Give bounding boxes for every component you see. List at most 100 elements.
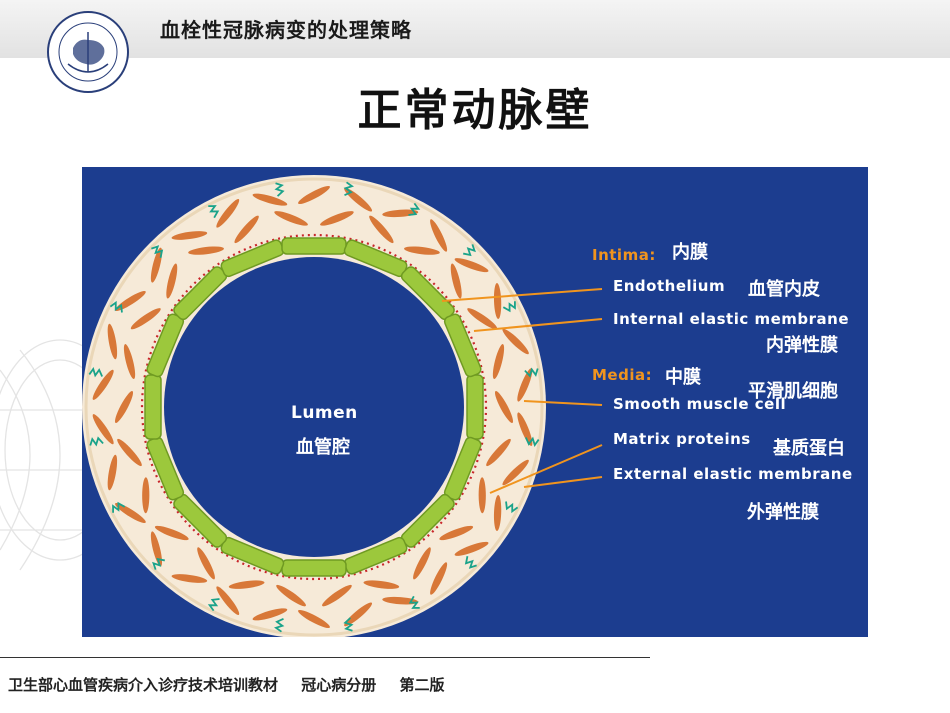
smooth-muscle-cell (320, 211, 354, 226)
endothelium-leader (441, 288, 603, 302)
ministry-of-health-seal-icon (47, 11, 129, 93)
intima-heading-zh: 内膜 (672, 242, 708, 263)
smooth-muscle-cell (439, 525, 474, 541)
smooth-muscle-cell (142, 477, 150, 514)
footer-textbook: 卫生部心血管疾病介入诊疗技术培训教材 (8, 676, 279, 694)
smooth-muscle-cell (478, 477, 486, 514)
lumen-label-zh: 血管腔 (296, 437, 350, 458)
footer: 卫生部心血管疾病介入诊疗技术培训教材 冠心病分册 第二版 (8, 674, 463, 695)
smooth-muscle-cell (150, 247, 163, 283)
matrix-protein-mark (408, 202, 421, 216)
smooth-muscle-cell (188, 246, 224, 255)
smooth-muscle-cell (130, 308, 161, 330)
smooth-muscle-cell (154, 525, 189, 541)
matrix-protein-mark (343, 181, 354, 196)
footer-volume: 冠心病分册 (301, 676, 377, 694)
external-elastic-label-zh: 外弹性膜 (747, 502, 819, 523)
matrix-protein-mark (524, 367, 539, 378)
smooth-muscle-leader (523, 400, 603, 406)
lumen (164, 257, 464, 557)
smooth-muscle-cell (369, 215, 394, 244)
vessel-watermark-icon (0, 339, 131, 571)
smooth-muscle-cell (117, 438, 142, 467)
matrix-protein-mark (151, 245, 164, 258)
smooth-muscle-cell (430, 219, 448, 252)
matrix-protein-mark (463, 244, 476, 257)
smooth-muscle-cell (298, 185, 330, 205)
matrix-protein-mark (89, 436, 104, 447)
external-elastic-label: External elastic membrane (613, 465, 853, 483)
matrix-protein-mark (343, 617, 354, 632)
course-title: 血栓性冠脉病变的处理策略 (160, 18, 412, 42)
matrix-protein-mark (464, 556, 477, 569)
matrix-protein-mark (505, 501, 519, 514)
smooth-muscle-cell (467, 308, 498, 330)
internal-elastic-membrane (140, 233, 488, 581)
slide-title: 正常动脉壁 (357, 85, 593, 136)
smooth-muscle-cell (252, 193, 288, 206)
smooth-muscle-cell (216, 198, 240, 228)
smooth-muscle-cell (252, 608, 288, 621)
smooth-muscle-cell (454, 258, 489, 273)
matrix-protein-marks (88, 181, 540, 633)
footer-edition: 第二版 (399, 676, 445, 694)
smooth-muscle-cell (234, 215, 259, 244)
smooth-muscle-cell (115, 502, 146, 524)
internal-elastic-label-zh: 内弹性膜 (766, 335, 838, 356)
smooth-muscle-cell (382, 596, 419, 605)
matrix-protein-mark (525, 436, 540, 447)
smooth-muscle-cell (517, 412, 533, 446)
smooth-muscle-cell (322, 584, 352, 607)
matrix-protein-mark (152, 557, 165, 570)
matrix-protein-mark (274, 618, 285, 633)
smooth-muscle-cell (517, 368, 533, 402)
smooth-muscle-cell (274, 211, 308, 226)
endothelium-label: Endothelium (613, 277, 726, 295)
smooth-muscle-cell (171, 231, 208, 240)
smooth-muscle-cell (197, 547, 215, 580)
lumen-label: Lumen (291, 403, 358, 423)
smooth-muscle-cell (276, 584, 306, 607)
smooth-muscle-cell (492, 344, 505, 380)
smooth-muscle-cell (107, 323, 118, 360)
intima-heading: Intima: (592, 246, 656, 264)
smooth-muscle-label-zh: 平滑肌细胞 (748, 381, 838, 402)
endothelium-ring (144, 237, 484, 577)
smooth-muscle-cell (493, 283, 502, 319)
endothelial-cell (281, 237, 347, 255)
matrix-protein-mark (112, 501, 126, 513)
smooth-muscle-cell (450, 263, 462, 299)
internal-elastic-label: Internal elastic membrane (613, 310, 849, 328)
matrix-protein-mark (502, 301, 516, 313)
smooth-muscle-cell (344, 602, 373, 627)
smooth-muscle-cell (228, 580, 265, 589)
smooth-muscle-cell (430, 562, 448, 595)
smooth-muscle-cell (107, 454, 118, 491)
media-heading: Media: (592, 366, 653, 384)
external-elastic-leader (523, 476, 603, 488)
smooth-muscle-cell (171, 574, 208, 583)
matrix-leader (489, 444, 603, 494)
smooth-muscle-cell (150, 531, 163, 567)
media-heading-zh: 中膜 (665, 367, 701, 388)
smooth-muscle-label: Smooth muscle cell (613, 395, 787, 413)
matrix-protein-mark (408, 595, 420, 609)
endothelial-cell (466, 374, 484, 440)
smooth-muscle-cell (216, 586, 240, 616)
artery-wall-diagram: Lumen 血管腔 Intima: 内膜 Endothelium 血管内皮 In… (82, 167, 868, 637)
endothelial-cell (144, 374, 162, 440)
smooth-muscle-cell (344, 187, 373, 212)
external-elastic-ring (84, 177, 544, 637)
matrix-protein-mark (274, 182, 285, 197)
smooth-muscle-cell (123, 344, 136, 380)
artery-cross-section (82, 175, 603, 637)
smooth-muscle-cell (404, 246, 440, 255)
smooth-muscle-cell (502, 459, 529, 486)
matrix-protein-mark (207, 598, 220, 612)
smooth-muscle-cell (493, 495, 502, 531)
smooth-muscle-cells (92, 185, 533, 629)
smooth-muscle-cell (298, 609, 330, 629)
matrix-label-zh: 基质蛋白 (773, 438, 845, 459)
matrix-protein-mark (208, 205, 220, 219)
endothelial-cell (443, 313, 482, 378)
